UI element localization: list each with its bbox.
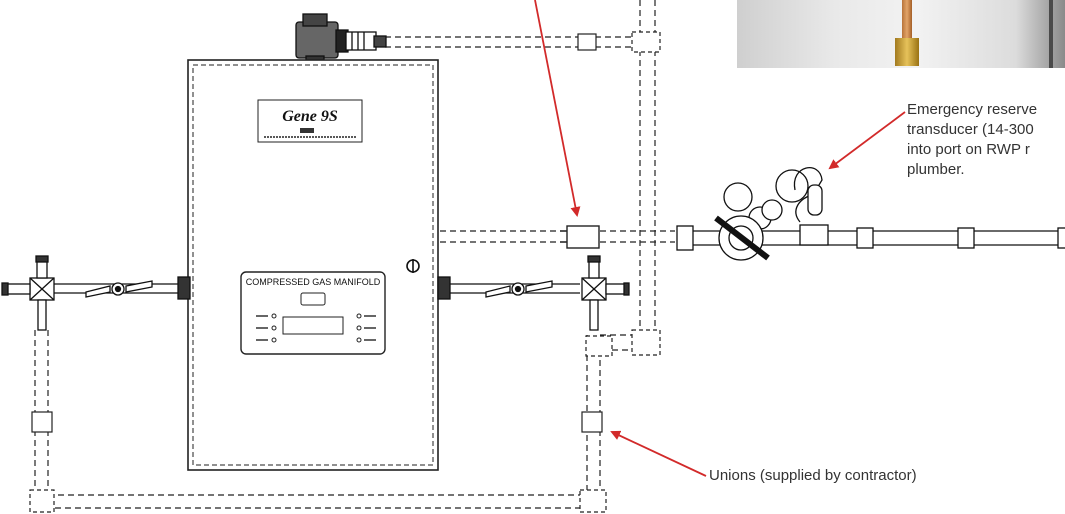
left-bank-header [1,255,191,331]
union-fittings [31,33,603,433]
solenoid-valve [295,13,387,65]
inline-filter [560,225,600,249]
brand-logo-text: Gene 9S [282,108,338,125]
right-bank-header [437,255,630,331]
filter-callout-arrow [534,0,581,217]
reserve-line-3: into port on RWP r [907,141,1030,158]
reserve-line-1: Emergency reserve [907,101,1038,118]
brass-fitting [895,38,919,66]
unions-callout-arrow [610,430,707,477]
manifold-cabinet [187,59,439,471]
reserve-callout-text: Emergency reserve transducer (14-300 int… [907,100,1037,180]
photo-edge [1049,0,1053,68]
dashed-fittings [29,31,661,513]
copper-pipe [902,0,912,44]
photo-inset [737,0,1065,68]
reserve-line-2: transducer (14-300 [907,121,1034,138]
callout-arrows [534,0,906,477]
rwp-assembly [676,167,1065,261]
panel-title: COMPRESSED GAS MANIFOLD [246,277,381,287]
unions-callout-text: Unions (supplied by contractor) [709,467,917,484]
reserve-line-4: plumber. [907,161,965,178]
transducer-callout-arrow [828,111,906,170]
